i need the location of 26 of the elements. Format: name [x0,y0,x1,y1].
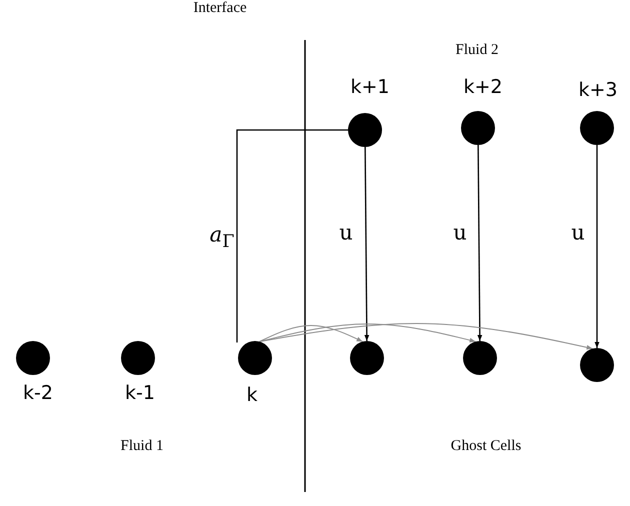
arrow [594,145,600,348]
cell-index-label: k+1 [350,76,390,98]
grid-point-circle [348,113,382,147]
grid-point-circle [350,341,384,375]
region-label: Fluid 2 [456,42,498,59]
curved-arrow [258,323,594,350]
curved-arrow [258,325,364,342]
arrow [364,147,370,341]
region-label: Interface [193,0,247,17]
cell-index-label: k [246,384,258,406]
region-label: Fluid 1 [120,438,164,455]
grid-point-circle [580,111,614,145]
region-label: Ghost Cells [450,438,522,455]
arrow [477,145,482,341]
grid-point-circle [16,341,50,375]
cell-index-label: k-2 [23,382,53,404]
cell-index-label: k+2 [464,76,502,98]
bracket-connector [236,129,348,342]
grid-point-circle [121,341,155,375]
grid-point-circle [461,111,495,145]
curved-arrow [258,324,476,342]
cell-index-label: k-1 [125,382,155,404]
grid-point-circle [580,348,614,382]
cell-index-label: k+3 [578,79,618,101]
grid-point-circle [463,341,497,375]
grid-point-circle [238,341,272,375]
